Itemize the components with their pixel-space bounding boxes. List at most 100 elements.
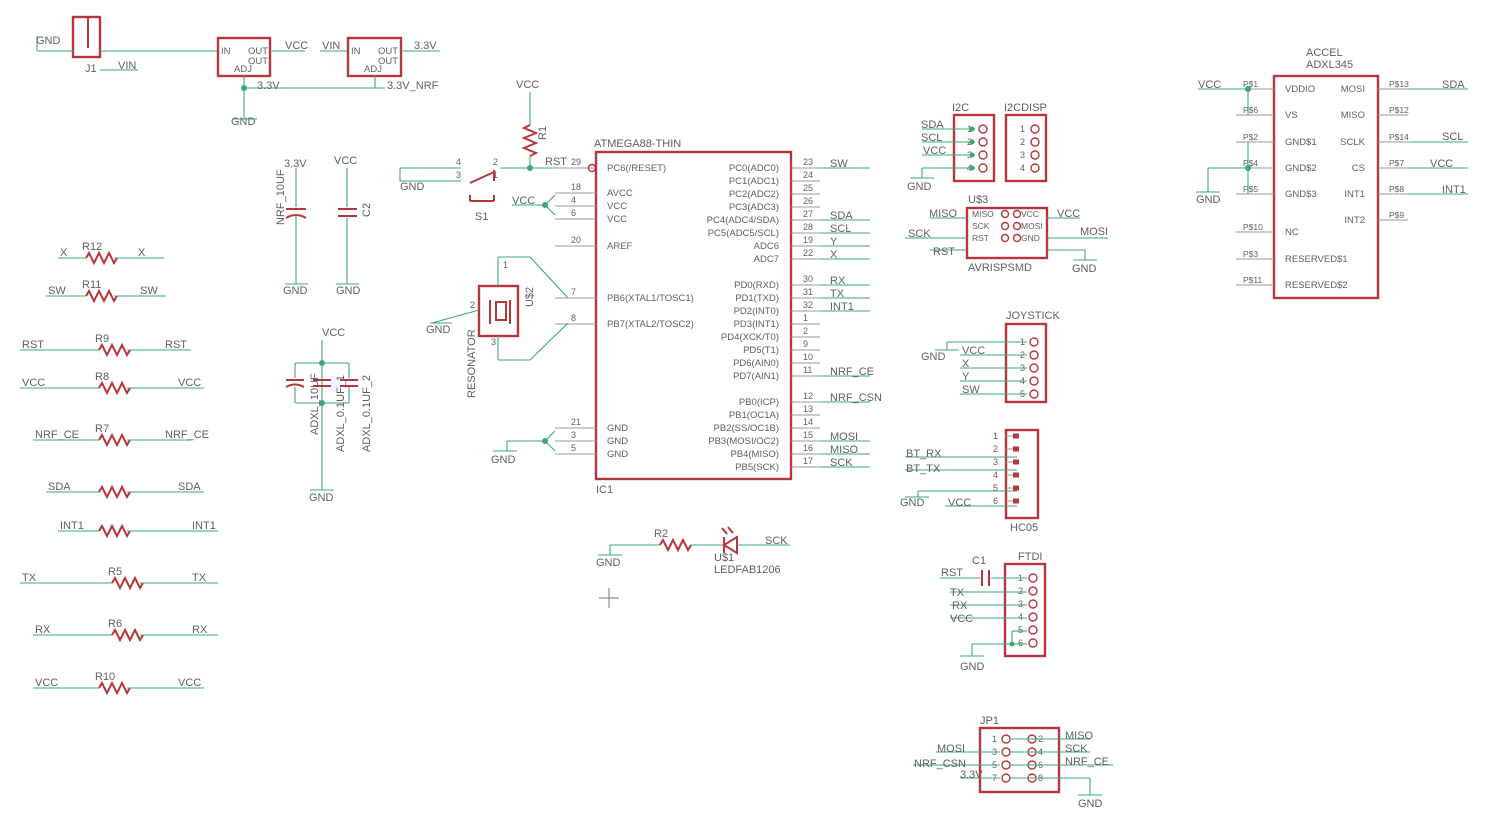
i2c-label: I2C [952, 102, 969, 114]
avr-part: AVRISPSMD [968, 262, 1032, 274]
mcu-right-pin-num: 15 [803, 430, 813, 440]
reset-switch[interactable] [469, 171, 495, 184]
jp1-label: JP1 [980, 715, 999, 727]
mcu-right-pin-name: PD0(RXD) [734, 280, 779, 291]
pin-number: 1 [1020, 124, 1025, 134]
top-capacitors: 3.3V NRF_10UF GND VCC C2 GND [275, 155, 373, 297]
mcu-right-pin-num: 14 [803, 417, 813, 427]
ftdi-cap: C1 [972, 555, 986, 567]
hc05-label: HC05 [1010, 522, 1038, 534]
mcu-title: ATMEGA88-THIN [594, 138, 681, 150]
mcu-left-pin-name: VCC [607, 214, 627, 225]
switch-label: S1 [475, 211, 488, 223]
resistor-left-net: VCC [22, 377, 45, 389]
mcu-right-pin-name: PD5(T1) [743, 345, 779, 356]
pin-pad [978, 124, 988, 134]
avr-pin-gnd: GND [1021, 233, 1040, 243]
led-ref: U$1 [714, 552, 734, 564]
avr-net-miso: MISO [929, 208, 958, 220]
resistor-left-net: VCC [35, 677, 58, 689]
mcu-left-pin-name: PB6(XTAL1/TOSC1) [607, 293, 694, 304]
accel-left-name: VS [1285, 110, 1298, 121]
mcu-net-label: X [830, 249, 838, 261]
mcu-right-pin-name: PC1(ADC1) [729, 176, 779, 187]
mcu-left-pin-name: GND [607, 423, 628, 434]
accel-left-pad: P$11 [1243, 275, 1262, 285]
resonator: GND 1 2 3 RESONATOR U$2 [426, 256, 569, 398]
accel-part: ADXL345 [1306, 59, 1353, 71]
resistor-label: R10 [95, 671, 115, 683]
pin-pad [1030, 137, 1040, 147]
mcu-right-pins: 23PC0(ADC0)SW24PC1(ADC1)25PC2(ADC2)26PC3… [707, 157, 882, 473]
mcu-left-pin-name: VCC [607, 201, 627, 212]
pin-pad [1028, 625, 1038, 635]
pin-number: 3 [1020, 150, 1025, 160]
mcu-left-pins: 29PC6(/RESET)18AVCC4VCC6VCC20AREF7PB6(XT… [555, 157, 694, 460]
accel-right-pad: P$8 [1389, 184, 1404, 194]
accel-left-name: NC [1285, 227, 1299, 238]
r2-label: R2 [654, 528, 668, 540]
mcu-vcc-net: VCC [512, 195, 535, 207]
mcu-right-pin-num: 24 [803, 170, 813, 180]
ftdi-rst: RST [941, 567, 963, 579]
mcu-right-pin-name: PB5(SCK) [735, 462, 779, 473]
mcu-right-pin-name: PB1(OC1A) [729, 410, 779, 421]
reg2-adj-net: 3.3V_NRF [387, 80, 439, 92]
mcu-left-pin-name: PB7(XTAL2/TOSC2) [607, 319, 694, 330]
mcu-right-pin-name: PC3(ADC3) [729, 202, 779, 213]
resistor-left-net: RX [35, 624, 51, 636]
pin-pad [1029, 350, 1039, 360]
mcu-right-pin-name: ADC7 [754, 254, 779, 265]
mcu-left-pin-num: 5 [571, 443, 576, 453]
joy-y: Y [962, 371, 970, 383]
cap2-gnd: GND [336, 285, 361, 297]
mcu-right-pin-num: 17 [803, 456, 813, 466]
accel-int1: INT1 [1442, 184, 1466, 196]
mcu-left-pin-num: 20 [571, 235, 581, 245]
pin-pad [1029, 363, 1039, 373]
avr-pin-vcc: VCC [1021, 209, 1039, 219]
accel-scl: SCL [1442, 131, 1463, 143]
jp1-gnd: GND [1078, 798, 1103, 810]
mcu-right-pin-num: 26 [803, 196, 813, 206]
pin-number: 4 [1018, 612, 1023, 622]
resistor-right-net: INT1 [192, 520, 216, 532]
mcu-body [594, 150, 793, 481]
reg1-out-net: VCC [285, 40, 308, 52]
accel-right-name: MISO [1341, 110, 1365, 121]
mcu-right-pin-num: 2 [803, 326, 808, 336]
mcu-right-pin-name: PC5(ADC5/SCL) [708, 228, 779, 239]
mcu-right-pin-name: PC4(ADC4/SDA) [707, 215, 779, 226]
accel-left-name: GND$1 [1285, 137, 1317, 148]
led-gnd: GND [596, 557, 621, 569]
resistor-label: R11 [82, 279, 101, 291]
mcu-left-pin-name: GND [607, 436, 628, 447]
accel-right-name: INT2 [1344, 215, 1365, 226]
avr-ref: U$3 [968, 194, 988, 206]
ftdi-gnd: GND [960, 661, 985, 673]
led-sck: SCK [765, 535, 788, 547]
mcu-net-label: TX [830, 288, 845, 300]
reg1-out: OUT [248, 46, 268, 57]
joy-gnd: GND [921, 351, 946, 363]
i2cdisp-label: I2CDISP [1004, 102, 1047, 114]
mcu-right-pin-num: 28 [803, 222, 813, 232]
ftdi-rx: RX [952, 600, 968, 612]
resistor-right-net: SW [140, 285, 158, 297]
mcu-left-pin-num: 3 [571, 430, 576, 440]
joy-vcc: VCC [962, 345, 985, 357]
hc05-gnd: GND [900, 497, 925, 509]
mcu-right-pin-name: PD3(INT1) [734, 319, 779, 330]
resonator-name: RESONATOR [466, 329, 478, 398]
mcu-right-pin-num: 9 [803, 339, 808, 349]
pin-pad [978, 150, 988, 160]
mcu-right-pin-name: ADC6 [754, 241, 779, 252]
mcu-left-pin-num: 18 [571, 182, 581, 192]
resistor-left-net: TX [22, 572, 37, 584]
avr-pin-rst: RST [972, 233, 989, 243]
mcu-right-pin-num: 19 [803, 235, 813, 245]
